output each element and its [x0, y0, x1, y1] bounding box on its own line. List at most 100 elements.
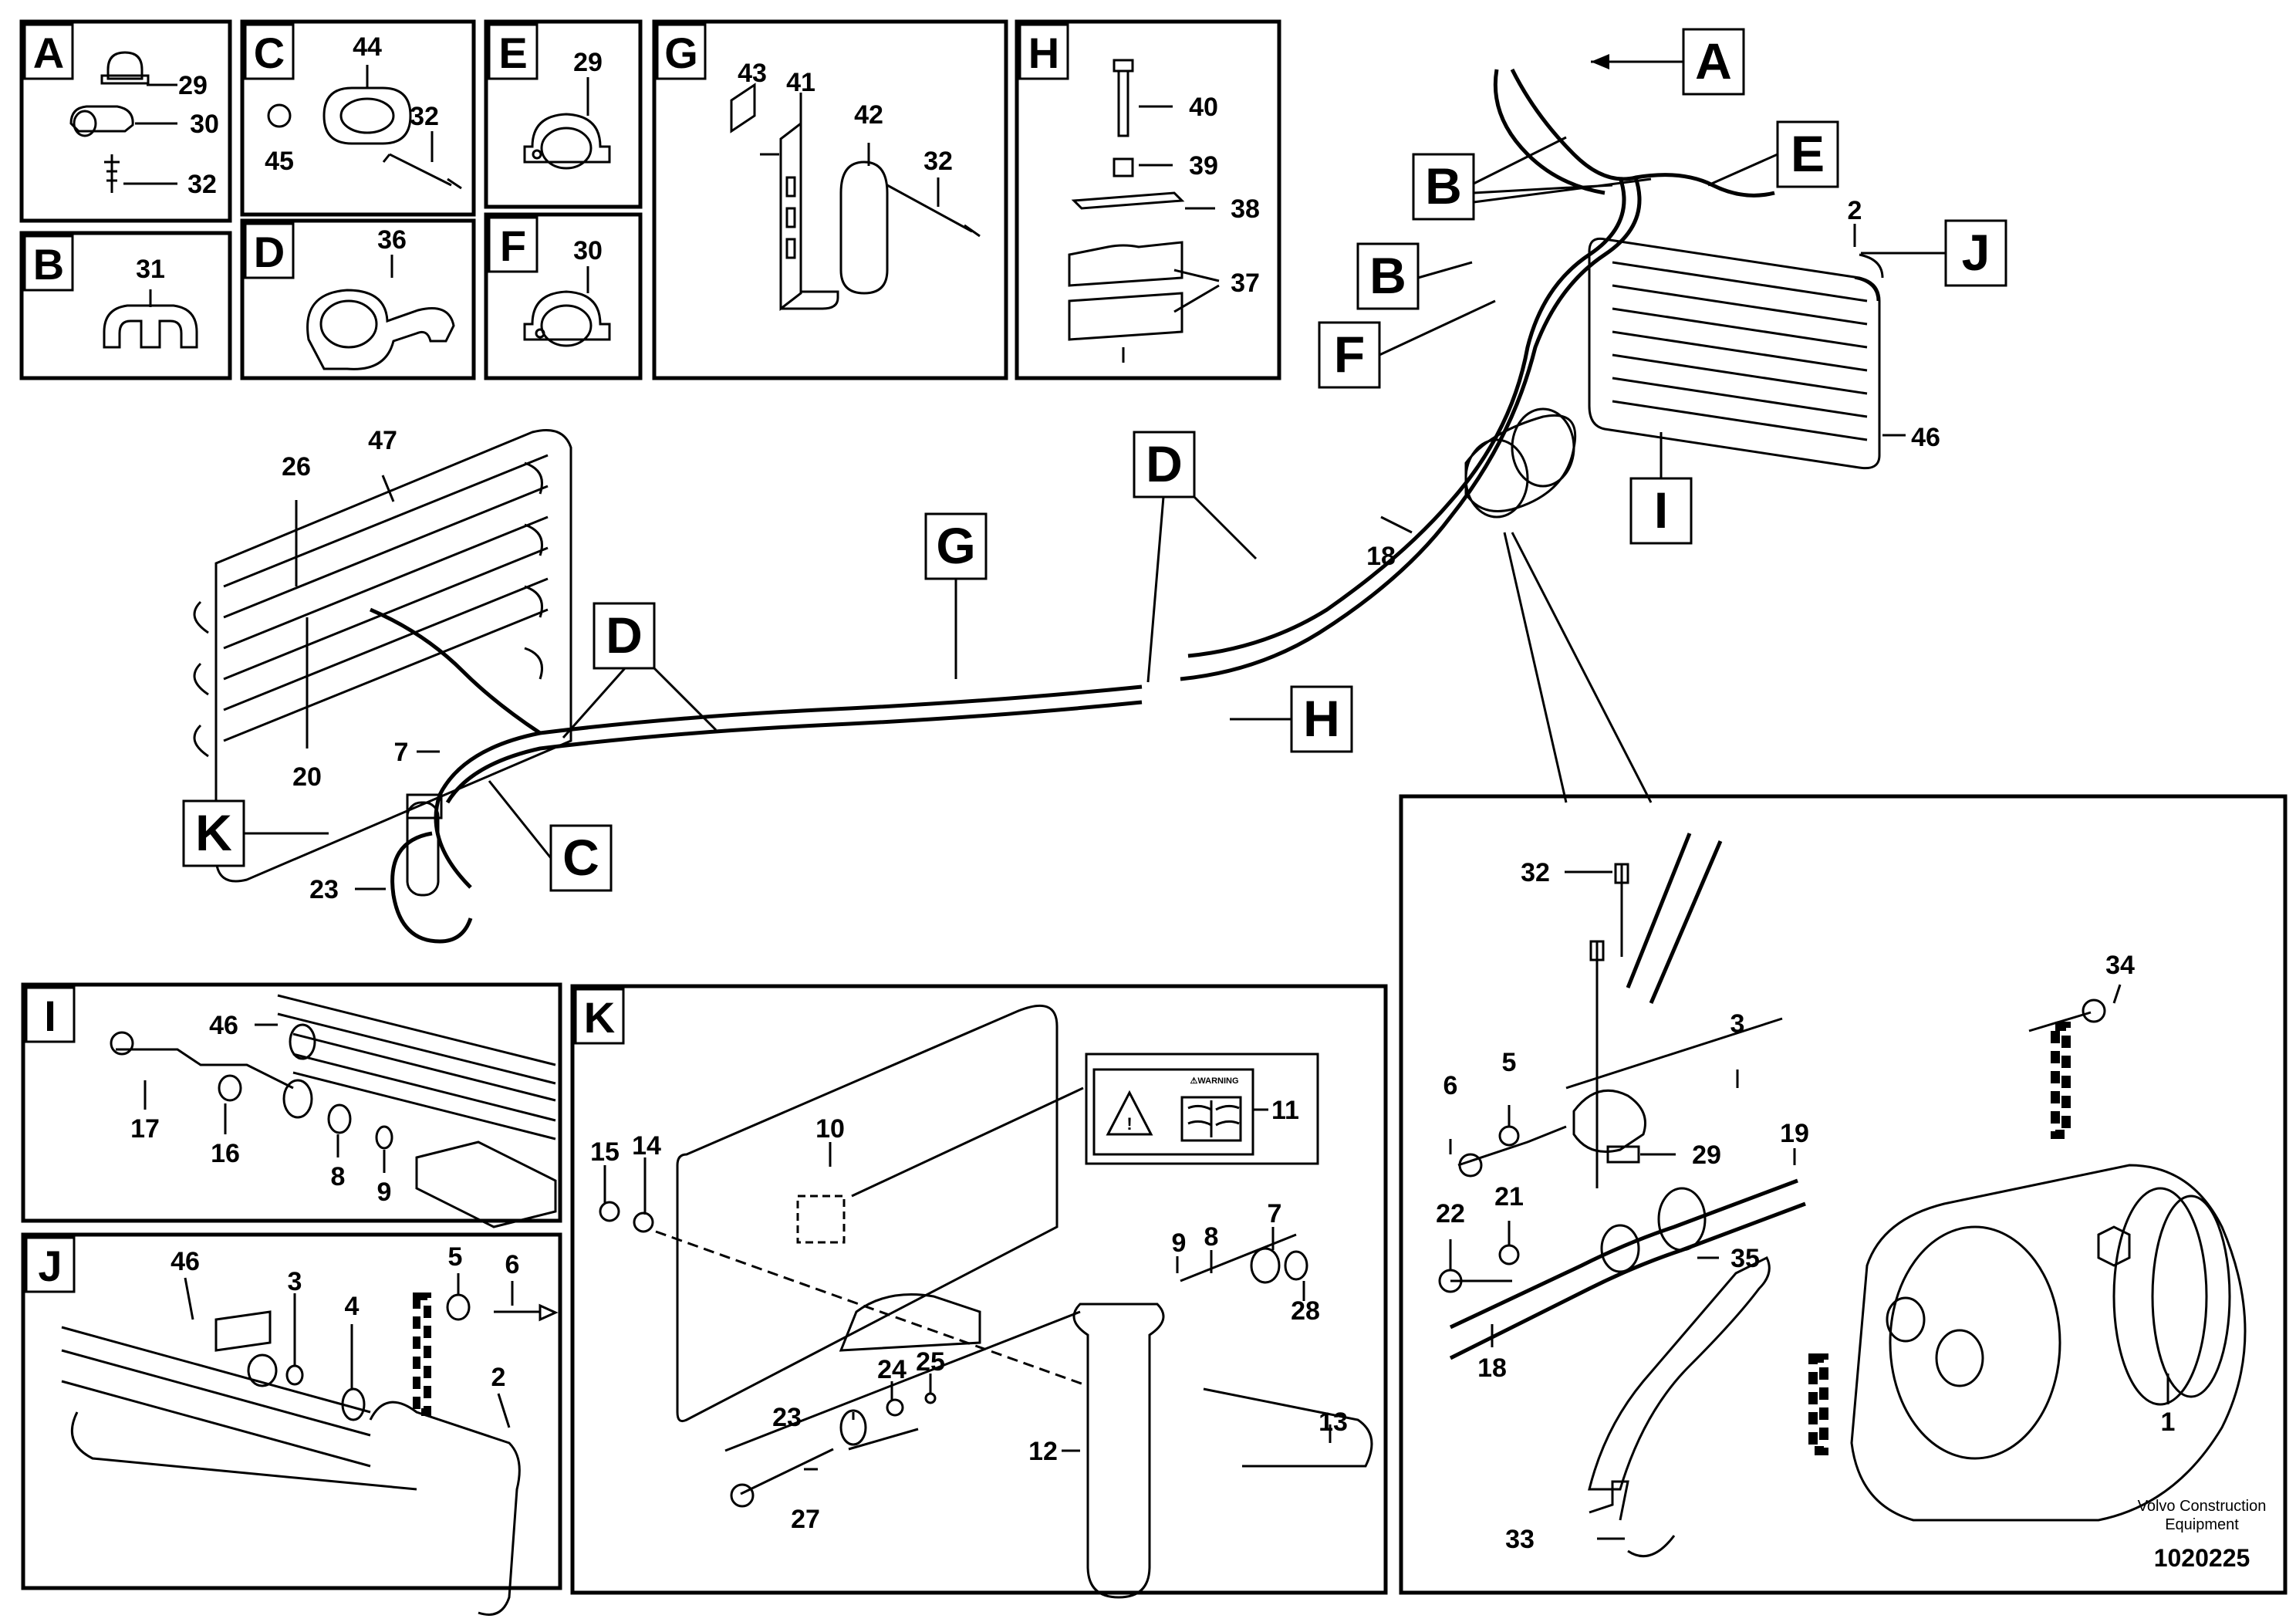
panel-c-clamp-bolt: [267, 65, 462, 190]
compressor-part-3: 3: [1730, 1009, 1745, 1039]
panel-i-part-17: 17: [130, 1114, 160, 1144]
callout-d-right: D: [1146, 435, 1183, 492]
callout-num-23: 23: [309, 875, 339, 904]
panel-d-clamp: [306, 255, 455, 370]
panel-d-part-36: 36: [377, 225, 407, 255]
panel-letter-boxes: A B C D E F G H I J K: [23, 23, 1069, 1293]
panel-k-part-8: 8: [1204, 1222, 1219, 1252]
panel-g-part-41: 41: [786, 68, 815, 97]
panel-i-detail: [110, 994, 557, 1228]
panel-k-part-12: 12: [1028, 1437, 1058, 1466]
svg-text:!: !: [1126, 1114, 1132, 1134]
panel-b-letter: B: [33, 240, 64, 289]
panel-h-part-39: 39: [1189, 151, 1218, 181]
panel-k-part-28: 28: [1291, 1296, 1320, 1326]
panel-g-bracket: [730, 83, 981, 312]
callout-num-2: 2: [1848, 196, 1862, 225]
panel-k-part-10: 10: [815, 1114, 845, 1144]
callout-num-18: 18: [1366, 542, 1396, 571]
panel-f-letter: F: [500, 221, 526, 270]
panel-k-part-7: 7: [1268, 1199, 1282, 1228]
compressor-detail: [1438, 833, 2247, 1558]
panel-j-part-3: 3: [288, 1267, 302, 1296]
panel-c-part-45: 45: [265, 147, 294, 176]
callout-num-46: 46: [1911, 423, 1940, 452]
panel-i-part-46: 46: [209, 1011, 238, 1040]
panel-j-part-2: 2: [491, 1363, 506, 1392]
callout-b-top: B: [1425, 157, 1462, 215]
panel-a-clamps: [69, 51, 177, 193]
compressor-part-35: 35: [1730, 1244, 1760, 1273]
panel-k-part-25: 25: [916, 1347, 945, 1377]
compressor-main: [1464, 407, 1577, 519]
compressor-part-6a: 6: [1443, 1071, 1458, 1100]
panel-c-letter: C: [254, 29, 285, 77]
compressor-part-19: 19: [1780, 1119, 1809, 1148]
callout-num-26: 26: [282, 452, 311, 482]
panel-c-part-44: 44: [353, 32, 382, 62]
compressor-part-1: 1: [2161, 1407, 2176, 1437]
callout-j: J: [1962, 224, 1990, 281]
panel-j-part-4: 4: [345, 1292, 360, 1321]
panel-j-letter: J: [38, 1242, 62, 1290]
panel-i-part-16: 16: [211, 1139, 240, 1168]
callout-num-47: 47: [368, 426, 397, 455]
panel-j-part-6: 6: [505, 1250, 520, 1279]
callout-d-left: D: [606, 607, 643, 664]
compressor-part-33: 33: [1505, 1525, 1535, 1554]
compressor-part-29: 29: [1692, 1140, 1721, 1170]
drawing-number: 1020225: [2154, 1544, 2250, 1572]
callout-c: C: [562, 829, 599, 886]
panel-k-part-14: 14: [632, 1131, 661, 1161]
panel-g-part-42: 42: [854, 100, 883, 130]
callout-h: H: [1303, 690, 1340, 747]
panel-k-part-13: 13: [1319, 1407, 1348, 1437]
panel-a-part-29: 29: [178, 71, 208, 100]
compressor-part-34: 34: [2105, 951, 2135, 980]
callout-i: I: [1654, 482, 1668, 539]
panel-h-letter: H: [1028, 29, 1059, 77]
panel-k-part-24: 24: [877, 1355, 907, 1384]
condenser-46: [1588, 237, 1884, 470]
panel-e-letter: E: [498, 29, 527, 77]
condenser-47: [193, 429, 572, 883]
panel-i-letter: I: [44, 992, 56, 1040]
panel-a-part-30: 30: [190, 110, 219, 139]
panel-d-letter: D: [254, 228, 285, 276]
main-number-leaders: [295, 224, 1906, 890]
panel-h-part-37: 37: [1231, 269, 1260, 298]
panel-e-clamp: [523, 77, 611, 170]
receiver-drier-main: [406, 793, 443, 897]
compressor-part-18: 18: [1477, 1353, 1507, 1383]
panel-k-part-9: 9: [1172, 1228, 1187, 1258]
panel-f-clamp: [523, 266, 611, 347]
callout-k: K: [195, 804, 232, 861]
panel-g-part-43: 43: [738, 59, 767, 88]
warning-label-text: ⚠WARNING: [1190, 1076, 1238, 1086]
refrigerant-lines: [370, 68, 1775, 944]
panel-k-part-11: 11: [1271, 1096, 1299, 1125]
callout-num-7: 7: [394, 738, 409, 767]
main-letter-boxes: [182, 28, 2007, 892]
panel-k-letter: K: [584, 993, 615, 1042]
panel-h-clamp-block: [1068, 59, 1220, 363]
panel-k-part-27: 27: [791, 1505, 820, 1534]
callout-g: G: [936, 517, 975, 574]
company-name-line2: Equipment: [2165, 1516, 2239, 1533]
panel-k-part-23: 23: [772, 1403, 802, 1432]
panel-b-double-clamp: [103, 289, 198, 349]
panel-k-part-15: 15: [590, 1137, 620, 1167]
company-name-line1: Volvo Construction: [2138, 1498, 2267, 1515]
compressor-part-5: 5: [1502, 1048, 1517, 1077]
panel-a-part-32: 32: [187, 170, 217, 199]
panel-borders: [19, 19, 2288, 1595]
callout-e: E: [1791, 125, 1825, 182]
panel-c-part-32: 32: [410, 102, 439, 131]
compressor-part-22: 22: [1436, 1199, 1465, 1228]
panel-g-letter: G: [664, 29, 698, 77]
callout-leaders: [244, 54, 1946, 859]
panel-b-part-31: 31: [136, 255, 165, 284]
compressor-part-21: 21: [1494, 1182, 1524, 1211]
compressor-part-32: 32: [1521, 858, 1550, 887]
